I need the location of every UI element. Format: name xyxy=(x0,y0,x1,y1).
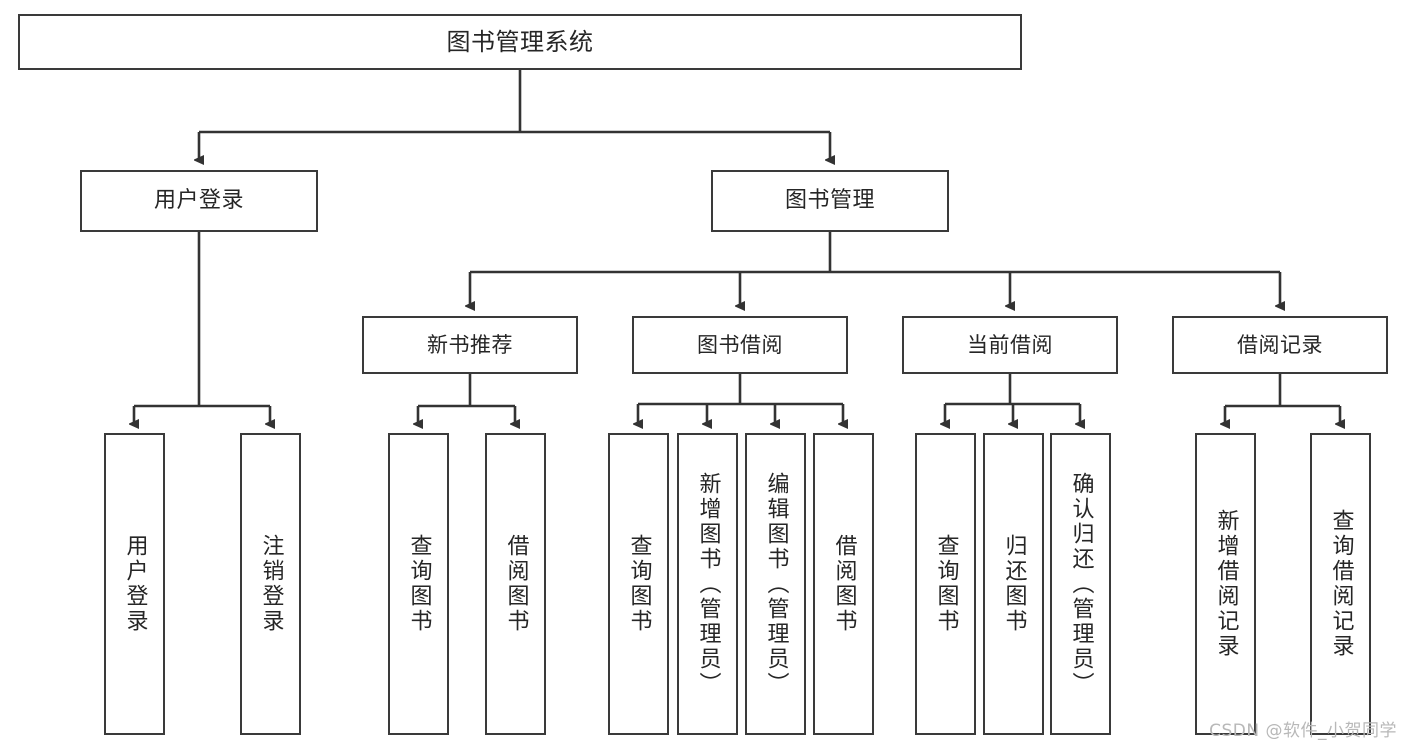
leaf-current-return-books[interactable]: 归还图书 xyxy=(983,433,1044,735)
leaf-new-book-query-books[interactable]: 查询图书 xyxy=(388,433,449,735)
leaf-record-query-borrow-record[interactable]: 查询借阅记录 xyxy=(1310,433,1371,735)
node-label: 借阅图书 xyxy=(831,534,857,634)
node-label: 图书管理 xyxy=(784,187,875,213)
node-user-login[interactable]: 用户登录 xyxy=(80,170,318,232)
node-book-management[interactable]: 图书管理 xyxy=(711,170,949,232)
leaf-user-login-sign-in[interactable]: 用户登录 xyxy=(104,433,165,735)
node-current-borrowing[interactable]: 当前借阅 xyxy=(902,316,1118,374)
node-new-book-recommendation[interactable]: 新书推荐 xyxy=(362,316,578,374)
node-label: 借阅记录 xyxy=(1237,332,1323,357)
node-label: 新增借阅记录 xyxy=(1213,509,1239,659)
node-label: 注销登录 xyxy=(258,534,284,634)
node-label: 图书借阅 xyxy=(697,332,783,357)
node-label: 查询图书 xyxy=(406,534,432,634)
node-label: 新增图书（管理员） xyxy=(695,471,721,697)
leaf-borrow-edit-book-admin[interactable]: 编辑图书（管理员） xyxy=(745,433,806,735)
leaf-record-add-borrow-record[interactable]: 新增借阅记录 xyxy=(1195,433,1256,735)
leaf-new-book-borrow-books[interactable]: 借阅图书 xyxy=(485,433,546,735)
node-label: 查询图书 xyxy=(626,534,652,634)
leaf-borrow-add-book-admin[interactable]: 新增图书（管理员） xyxy=(677,433,738,735)
node-borrow-records[interactable]: 借阅记录 xyxy=(1172,316,1388,374)
node-label: 新书推荐 xyxy=(427,332,513,357)
node-label: 当前借阅 xyxy=(967,332,1053,357)
node-label: 查询借阅记录 xyxy=(1328,509,1354,659)
node-root-book-management-system[interactable]: 图书管理系统 xyxy=(18,14,1022,70)
node-label: 用户登录 xyxy=(122,534,148,634)
node-label: 确认归还（管理员） xyxy=(1068,471,1094,697)
node-label: 归还图书 xyxy=(1001,534,1027,634)
leaf-user-login-sign-out[interactable]: 注销登录 xyxy=(240,433,301,735)
node-label: 用户登录 xyxy=(153,187,244,213)
leaf-current-confirm-return-admin[interactable]: 确认归还（管理员） xyxy=(1050,433,1111,735)
leaf-borrow-borrow-books[interactable]: 借阅图书 xyxy=(813,433,874,735)
node-label: 编辑图书（管理员） xyxy=(763,471,789,697)
leaf-borrow-query-books[interactable]: 查询图书 xyxy=(608,433,669,735)
node-label: 图书管理系统 xyxy=(446,27,594,56)
leaf-current-query-books[interactable]: 查询图书 xyxy=(915,433,976,735)
node-label: 借阅图书 xyxy=(503,534,529,634)
node-book-borrowing[interactable]: 图书借阅 xyxy=(632,316,848,374)
node-label: 查询图书 xyxy=(933,534,959,634)
